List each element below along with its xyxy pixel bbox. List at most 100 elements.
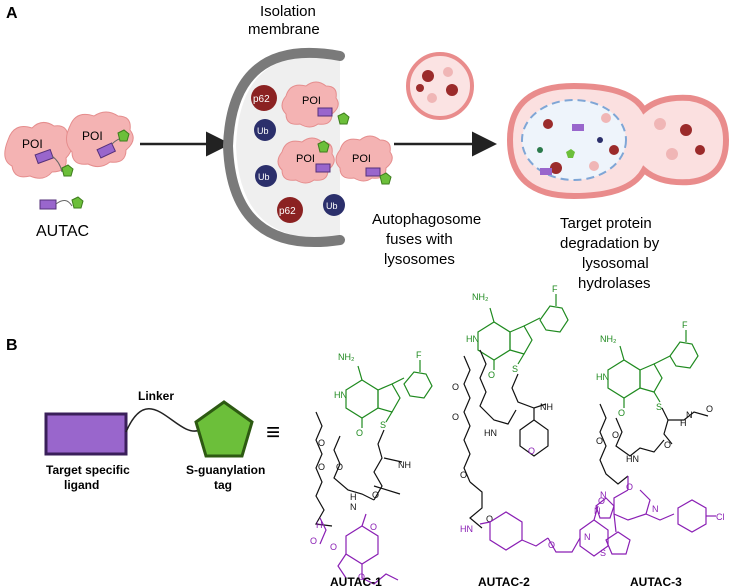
- a1-o5: O: [310, 536, 317, 546]
- autac-label: AUTAC: [36, 223, 89, 240]
- isolation-label-line1: Isolation: [260, 3, 316, 20]
- p62-label-1: p62: [253, 94, 270, 105]
- a3-n2: N: [594, 506, 601, 516]
- a1-o: O: [356, 428, 363, 438]
- a2-hn: HN: [466, 334, 479, 344]
- a2-o1: O: [452, 382, 459, 392]
- panel-a-letter: A: [6, 5, 18, 22]
- p62-circle-1: [251, 85, 277, 111]
- a1-nh2: NH₂: [338, 352, 355, 362]
- a3-n1: N: [600, 490, 607, 500]
- ligand-box: [44, 412, 128, 456]
- inner-protein-3: POI: [335, 135, 393, 185]
- a1-o8: O: [358, 572, 365, 582]
- free-autac: [39, 196, 84, 210]
- a2-o: O: [488, 370, 495, 380]
- a1-s: S: [380, 420, 386, 430]
- a2-s: S: [512, 364, 518, 374]
- a3-n: N: [686, 410, 693, 420]
- autac-3-structure: NH₂ HN O F S H N O O O HN O O N N: [594, 320, 725, 558]
- equiv-symbol: ≡: [266, 419, 280, 446]
- a1-o2: O: [318, 462, 325, 472]
- a1-f: F: [416, 350, 422, 360]
- poi-inner-2: POI: [296, 153, 315, 165]
- linker-label: Linker: [138, 389, 174, 403]
- isolation-label-line2: membrane: [248, 21, 320, 38]
- a3-s-purple: S: [600, 548, 606, 558]
- poi-inner-1: POI: [302, 95, 321, 107]
- a2-hn3: HN: [460, 524, 473, 534]
- p62-circle-2: [277, 197, 303, 223]
- a3-o: O: [618, 408, 625, 418]
- degrade-text-line2: degradation by: [560, 235, 660, 252]
- inner-protein-1: POI: [281, 81, 350, 128]
- a1-n-purple: H: [316, 520, 323, 530]
- a2-o5: O: [548, 540, 555, 550]
- a2-nh: NH: [540, 402, 553, 412]
- a3-cl: Cl: [716, 512, 725, 522]
- a2-o3: O: [460, 470, 467, 480]
- inner-protein-2: POI: [277, 137, 335, 184]
- fuse-text-line1: Autophagosome: [372, 211, 481, 228]
- degrade-text-line3: lysosomal: [582, 255, 649, 272]
- a3-hn: HN: [596, 372, 609, 382]
- linker-line: [125, 407, 201, 433]
- a2-n: N: [584, 532, 591, 542]
- degrade-text-line4: hydrolases: [578, 275, 651, 292]
- a1-nh: NH: [398, 460, 411, 470]
- compound-label-2: AUTAC-2: [478, 575, 530, 588]
- a1-o6: O: [330, 542, 337, 552]
- autac-2-structure: NH₂ HN O F S O O HN NH O O HN O N O: [452, 284, 609, 557]
- autac-1-structure: NH₂ HN O F S O O O NH O H N H O O O O: [310, 350, 433, 585]
- a3-o2: O: [596, 436, 603, 446]
- a1-o1: O: [318, 438, 325, 448]
- a3-nh: H: [680, 418, 687, 428]
- protein-2: POI: [66, 111, 134, 168]
- panel-b-letter: B: [6, 337, 18, 354]
- a3-s: S: [656, 402, 662, 412]
- compound-label-3: AUTAC-3: [630, 575, 682, 588]
- a2-o4: O: [486, 514, 493, 524]
- a3-n3: N: [652, 504, 659, 514]
- fuse-text-line2: fuses with: [386, 231, 453, 248]
- a3-nh2: NH₂: [600, 334, 617, 344]
- ub-label-3: Ub: [326, 201, 338, 211]
- poi-label-1: POI: [22, 137, 43, 151]
- autolysosome: [506, 82, 730, 200]
- ub-circle-1: [254, 119, 276, 141]
- p62-label-2: p62: [279, 206, 296, 217]
- a1-h: H: [350, 492, 357, 502]
- degrade-text-line1: Target protein: [560, 215, 652, 232]
- ligand-label-line1: Target specific: [46, 463, 130, 477]
- a2-o7: O: [528, 446, 535, 456]
- compound-label-1: AUTAC-1: [330, 575, 382, 588]
- a3-o4: O: [664, 440, 671, 450]
- a3-o3: O: [612, 430, 619, 440]
- a3-hn2: HN: [626, 454, 639, 464]
- protein-1: POI: [4, 122, 74, 179]
- autac-schematic: Linker Target specific ligand S-guanylat…: [44, 389, 280, 492]
- poi-label-2: POI: [82, 129, 103, 143]
- ub-label-1: Ub: [257, 126, 269, 136]
- a1-o4: O: [372, 490, 379, 500]
- tag-label-line1: S-guanylation: [186, 463, 265, 477]
- a3-f: F: [682, 320, 688, 330]
- left-protein-group: POI POI AUTAC: [4, 111, 134, 240]
- fuse-text-line3: lysosomes: [384, 251, 455, 268]
- tag-pentagon: [194, 400, 254, 458]
- a1-o3: O: [336, 462, 343, 472]
- ub-circle-2: [255, 165, 277, 187]
- ub-circle-3: [323, 194, 345, 216]
- isolation-membrane-arc: [222, 47, 345, 247]
- a3-o1: O: [706, 404, 713, 414]
- a3-o5: O: [626, 482, 633, 492]
- ub-label-2: Ub: [258, 172, 270, 182]
- a1-n: N: [350, 502, 357, 512]
- a1-hn: HN: [334, 390, 347, 400]
- a2-o2: O: [452, 412, 459, 422]
- a1-o7: O: [370, 522, 377, 532]
- a2-hn2: HN: [484, 428, 497, 438]
- a2-f: F: [552, 284, 558, 294]
- poi-inner-3: POI: [352, 153, 371, 165]
